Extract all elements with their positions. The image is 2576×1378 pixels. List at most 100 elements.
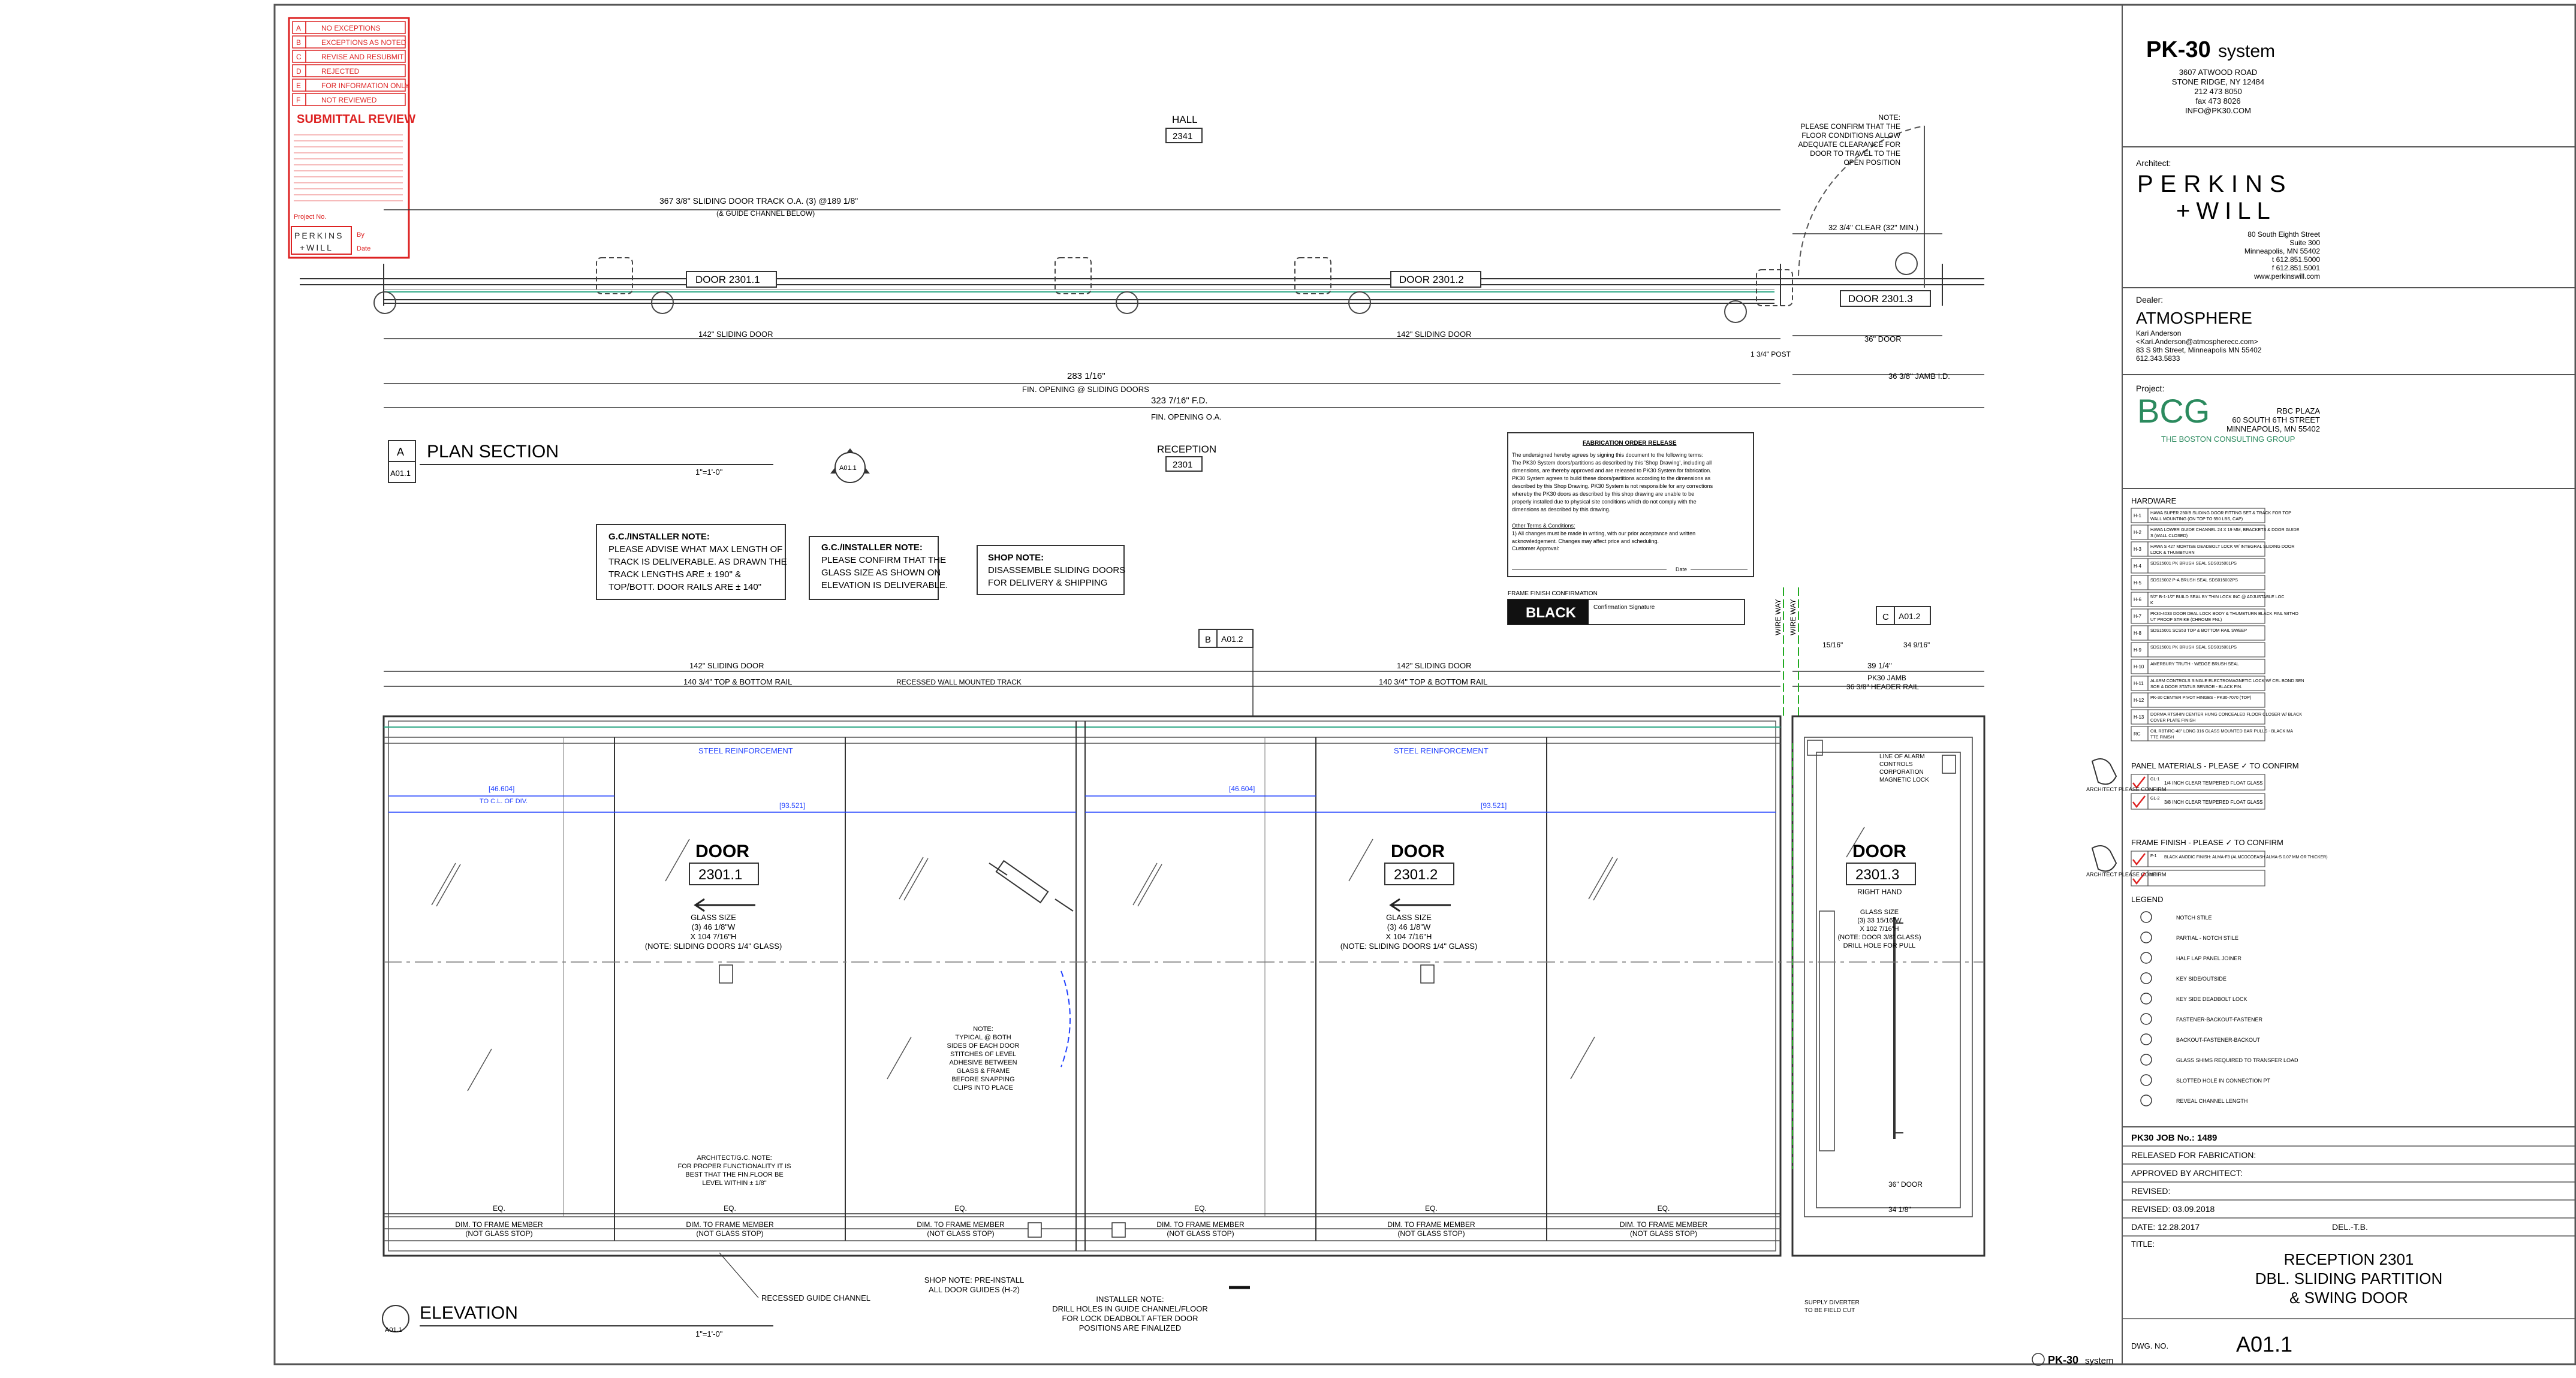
hardware-text-cont: WALL MOUNTING (ON TOP TO 550 LBS, CAP) — [2150, 516, 2243, 521]
plan-tag: A — [397, 446, 404, 458]
stamp-label: REJECTED — [321, 67, 360, 76]
plan-section: HALL 2341 DOOR 2301.1 DOOR 2301.2 DOOR 2… — [300, 113, 1984, 483]
footer-brand-system: system — [2085, 1356, 2114, 1366]
elev-142b: 142" SLIDING DOOR — [1397, 661, 1472, 670]
callout-c-sheet: A01.2 — [1899, 611, 1921, 621]
legend-symbol-icon — [2140, 952, 2152, 964]
tb-project-addr-line: MINNEAPOLIS, MN 55402 — [2226, 424, 2320, 433]
hardware-text-cont: COVER PLATE FINISH — [2150, 717, 2195, 723]
gc-installer-note-1: G.C./INSTALLER NOTE:PLEASE ADVISE WHAT M… — [596, 524, 787, 600]
elevation-title: ELEVATION — [420, 1303, 518, 1323]
elev-39-1-4: 39 1/4" — [1867, 661, 1892, 670]
no-glass-stop-label: (NOT GLASS STOP) — [465, 1229, 532, 1238]
finish-value: BLACK — [1526, 605, 1577, 621]
tb-released: RELEASED FOR FABRICATION: — [2131, 1150, 2256, 1160]
tb-address-line: STONE RIDGE, NY 12484 — [2172, 77, 2264, 86]
reception-number: 2301 — [1173, 460, 1192, 470]
note-typical-line: GLASS & FRAME — [957, 1068, 1010, 1075]
recessed-track-label: RECESSED WALL MOUNTED TRACK — [896, 678, 1022, 686]
note-glass1-line: X 104 7/16"H — [691, 932, 737, 941]
tb-legend-label: LEGEND — [2131, 895, 2163, 904]
elevation: B A01.2 C A01.2 142" SLIDING DOOR 142" S… — [382, 587, 1986, 1338]
note-swing-line: NOTE: — [1878, 113, 1900, 122]
hardware-text-cont: TTE FINISH — [2150, 734, 2174, 740]
reception-label: RECEPTION — [1157, 444, 1216, 455]
note-glass3-line: DRILL HOLE FOR PULL — [1843, 942, 1916, 949]
glass-size-note-3: GLASS SIZE(3) 33 15/16"WX 102 7/16"H(NOT… — [1838, 909, 1921, 949]
note-supply-line: TO BE FIELD CUT — [1804, 1307, 1855, 1314]
tb-arch-name-2: +WILL — [2176, 198, 2276, 224]
frame-dim-label: DIM. TO FRAME MEMBER — [917, 1220, 1005, 1229]
hardware-text: DORMA RTS/HIN CENTER HUNG CONCEALED FLOO… — [2150, 711, 2302, 717]
eq-label: EQ. — [1658, 1204, 1670, 1213]
stamp-project-label: Project No. — [294, 213, 326, 221]
note-arch-line: LEVEL WITHIN ± 1/8" — [702, 1180, 766, 1187]
frame-finish-confirmation: FRAME FINISH CONFIRMATION BLACK Confirma… — [1507, 590, 1745, 625]
footer-brand-name: PK-30 — [2048, 1354, 2078, 1366]
blue-dim-1: [46.604] — [489, 785, 514, 793]
hardware-text: OIL RBT/RC-48" LONG 316 GLASS MOUNTED BA… — [2150, 728, 2293, 734]
hardware-code: H-10 — [2134, 664, 2144, 670]
release-body-line: dimensions as described by this drawing. — [1512, 506, 1610, 512]
frame-code: F-2 — [2150, 873, 2157, 878]
note-shop-line: FOR DELIVERY & SHIPPING — [988, 578, 1108, 588]
tb-confirm-1: ARCHITECT PLEASE CONFIRM — [2086, 786, 2166, 792]
tb-frame-label: FRAME FINISH - PLEASE ✓ TO CONFIRM — [2131, 838, 2283, 847]
note-glass2-line: (3) 46 1/8"W — [1387, 922, 1431, 931]
tb-arch-addr-line: Minneapolis, MN 55402 — [2244, 247, 2320, 255]
frame-dim-label: DIM. TO FRAME MEMBER — [1620, 1220, 1708, 1229]
wire-way-2: WIRE WAY — [1789, 599, 1797, 635]
plan-scale: 1"=1'-0" — [695, 468, 723, 477]
hardware-text-cont: LOCK & THUMBTURN — [2150, 550, 2195, 555]
architect-confirm-icon — [2091, 758, 2117, 872]
elev-door-3: 2301.3 — [1855, 867, 1899, 883]
tb-dealer-label: Dealer: — [2136, 295, 2163, 304]
elev-36-door: 36" DOOR — [1888, 1180, 1923, 1189]
release-body-line: properly installed due to physical site … — [1512, 499, 1697, 505]
release-terms: Other Terms & Conditions: — [1512, 523, 1575, 529]
note-glass1-line: GLASS SIZE — [691, 913, 736, 922]
legend-symbol-icon — [2140, 1013, 2152, 1025]
release-body-line: dimensions, are thereby approved and are… — [1512, 468, 1712, 474]
hardware-code: H-13 — [2134, 714, 2144, 720]
note-gc2-line: G.C./INSTALLER NOTE: — [821, 542, 923, 553]
note-typical-line: BEFORE SNAPPING — [951, 1076, 1014, 1083]
note-gc2-line: ELEVATION IS DELIVERABLE. — [821, 580, 948, 590]
no-glass-stop-label: (NOT GLASS STOP) — [1630, 1229, 1697, 1238]
legend-symbol-icon — [2140, 911, 2152, 923]
legend-item: HALF LAP PANEL JOINER — [2176, 955, 2241, 961]
panel-code: GL-2 — [2150, 797, 2160, 801]
gc-installer-note-2: G.C./INSTALLER NOTE:PLEASE CONFIRM THAT … — [809, 536, 948, 600]
legend-symbol-icon — [2140, 993, 2152, 1005]
no-glass-stop-label: (NOT GLASS STOP) — [696, 1229, 763, 1238]
frame-dim-label: DIM. TO FRAME MEMBER — [1156, 1220, 1245, 1229]
dim-142a: 142" SLIDING DOOR — [698, 330, 773, 339]
glass-size-note-2: GLASS SIZE(3) 46 1/8"WX 104 7/16"H(NOTE:… — [1340, 913, 1478, 951]
tb-bcg-logo: BCG — [2137, 392, 2210, 430]
eq-label: EQ. — [724, 1204, 736, 1213]
note-typical-line: ADHESIVE BETWEEN — [949, 1059, 1017, 1066]
release-title: FABRICATION ORDER RELEASE — [1583, 440, 1677, 447]
elev-door-word-2: DOOR — [1391, 842, 1445, 861]
elev-15-16: 15/16" — [1822, 641, 1843, 649]
hardware-text-cont: SOR & DOOR STATUS SENSOR - BLACK FIN. — [2150, 684, 2242, 689]
note-arch-line: FOR PROPER FUNCTIONALITY IT IS — [677, 1163, 791, 1170]
note-glass1-line: (3) 46 1/8"W — [692, 922, 736, 931]
note-typical-line: SIDES OF EACH DOOR — [947, 1042, 1019, 1050]
note-swing-line: FLOOR CONDITIONS ALLOW — [1801, 131, 1900, 140]
blue-dim-2: [93.521] — [779, 801, 805, 810]
note-installer-line: INSTALLER NOTE: — [1096, 1295, 1164, 1304]
note-gc1-line: G.C./INSTALLER NOTE: — [608, 532, 710, 542]
tb-confirm-2: ARCHITECT PLEASE CONFIRM — [2086, 872, 2166, 878]
note-glass3-line: (3) 33 15/16"W — [1857, 917, 1902, 924]
dim-jamb: 36 3/8" JAMB I.D. — [1888, 372, 1950, 381]
elev-142a: 142" SLIDING DOOR — [689, 661, 764, 670]
tb-brand-system: system — [2218, 41, 2275, 61]
note-swing-line: ADEQUATE CLEARANCE FOR — [1798, 140, 1901, 149]
sheet-border — [273, 4, 2576, 1365]
plan-door-2: DOOR 2301.2 — [1399, 274, 1464, 285]
slide-left-arrow-icon — [1389, 898, 1451, 912]
tb-date: DATE: 12.28.2017 — [2131, 1222, 2200, 1232]
